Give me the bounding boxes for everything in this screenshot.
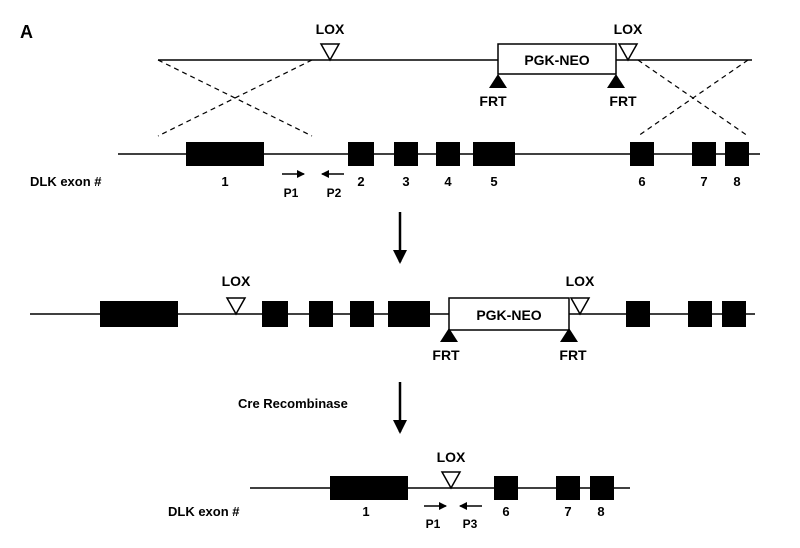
del-exon-number-1: 1 <box>362 504 369 519</box>
vector-frt-right-label: FRT <box>609 93 637 109</box>
right-cross-line-b <box>637 59 749 137</box>
tg-exon-1 <box>100 301 178 327</box>
primer-p3-label: P3 <box>463 517 478 531</box>
wt-exon-7 <box>692 142 716 166</box>
targeted-frt-left-label: FRT <box>432 347 460 363</box>
targeted-lox-right-marker <box>569 297 591 316</box>
primer-p1-label-bottom: P1 <box>426 517 441 531</box>
del-exon-6 <box>494 476 518 500</box>
targeted-pgk-neo-label: PGK-NEO <box>476 307 541 323</box>
tg-exon-2 <box>262 301 288 327</box>
exon-axis-label: DLK exon # <box>30 174 102 189</box>
vector-frt-right-marker <box>607 74 625 88</box>
wt-exon-number-7: 7 <box>700 174 707 189</box>
deleted-lox-label: LOX <box>437 449 466 465</box>
targeting-vector: LOX PGK-NEO FRT FRT LOX <box>158 21 752 109</box>
wt-exon-8 <box>725 142 749 166</box>
deleted-allele: LOX DLK exon # 1 6 7 8 P1 P3 <box>168 449 630 531</box>
wt-exon-3 <box>394 142 418 166</box>
primer-p1-label: P1 <box>284 186 299 200</box>
vector-frt-left-label: FRT <box>479 93 507 109</box>
wildtype-locus: DLK exon # 1 2 3 4 5 6 7 8 P1 P2 <box>30 142 760 200</box>
tg-exon-7 <box>688 301 712 327</box>
targeted-allele: LOX PGK-NEO FRT FRT LOX <box>30 273 755 363</box>
wt-exon-2 <box>348 142 374 166</box>
wt-exon-6 <box>630 142 654 166</box>
left-cross-line-b <box>157 59 313 137</box>
tg-exon-8 <box>722 301 746 327</box>
targeted-pgk-neo-box <box>448 297 570 331</box>
vector-pgk-neo-label: PGK-NEO <box>524 52 589 68</box>
wt-exon-number-2: 2 <box>357 174 364 189</box>
primer-p2-label: P2 <box>327 186 342 200</box>
panel-label: A <box>20 22 33 42</box>
vector-lox-left-label: LOX <box>316 21 345 37</box>
wt-exon-1 <box>186 142 264 166</box>
vector-lox-right-label: LOX <box>614 21 643 37</box>
del-exon-number-8: 8 <box>597 504 604 519</box>
tg-exon-5 <box>388 301 430 327</box>
wt-exon-number-8: 8 <box>733 174 740 189</box>
targeted-lox-right-label: LOX <box>566 273 595 289</box>
tg-exon-6 <box>626 301 650 327</box>
wt-exon-number-6: 6 <box>638 174 645 189</box>
wt-exon-number-4: 4 <box>444 174 452 189</box>
bottom-exon-axis-label: DLK exon # <box>168 504 240 519</box>
vector-lox-left-marker <box>319 43 341 62</box>
del-exon-8 <box>590 476 614 500</box>
wt-exon-5 <box>473 142 515 166</box>
wt-exon-number-5: 5 <box>490 174 497 189</box>
cre-recombinase-label: Cre Recombinase <box>238 396 348 411</box>
del-exon-number-6: 6 <box>502 504 509 519</box>
tg-exon-4 <box>350 301 374 327</box>
tg-exon-3 <box>309 301 333 327</box>
targeted-frt-right-marker <box>560 328 578 342</box>
del-exon-7 <box>556 476 580 500</box>
del-exon-1 <box>330 476 408 500</box>
wt-exon-number-3: 3 <box>402 174 409 189</box>
targeted-frt-left-marker <box>440 328 458 342</box>
vector-frt-left-marker <box>489 74 507 88</box>
targeted-frt-right-label: FRT <box>559 347 587 363</box>
vector-lox-right-marker <box>617 43 639 62</box>
targeted-lox-left-marker <box>225 297 247 316</box>
deleted-lox-marker <box>440 471 462 490</box>
targeted-lox-left-label: LOX <box>222 273 251 289</box>
wt-exon-number-1: 1 <box>221 174 228 189</box>
recombination-crosses <box>157 59 749 137</box>
wt-exon-4 <box>436 142 460 166</box>
del-exon-number-7: 7 <box>564 504 571 519</box>
vector-pgk-neo-box <box>497 43 617 75</box>
